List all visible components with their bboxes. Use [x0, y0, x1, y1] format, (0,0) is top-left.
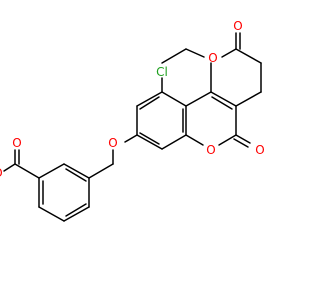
bond [185, 91, 212, 107]
bond [3, 163, 16, 172]
ester-methyl-oxygen-label: O [0, 166, 3, 180]
molecule-diagram: Cl O O O O O O O [0, 19, 265, 222]
bond [139, 132, 160, 145]
bond [161, 91, 187, 107]
bond [136, 91, 163, 107]
bond [235, 48, 262, 64]
molecule-svg: Cl O O O O O O O [0, 19, 265, 222]
bond [210, 91, 237, 107]
bond [63, 206, 90, 222]
bond [233, 138, 249, 148]
ring-oxygen-label: O [206, 143, 215, 157]
ethyl-ester-oxygen-label: O [208, 51, 217, 65]
chlorine-label: Cl [156, 65, 168, 79]
bond [235, 134, 251, 144]
ethyl-ester-carbonyl-oxygen-label: O [233, 19, 242, 33]
ester-methyl-carbonyl-oxygen-label: O [12, 136, 21, 150]
bond [211, 96, 233, 110]
bond [124, 134, 138, 143]
lactone-carbonyl-oxygen-label: O [255, 143, 264, 157]
bond [38, 163, 65, 179]
bond [38, 206, 65, 222]
bond [218, 134, 237, 146]
bond [14, 163, 40, 179]
bonds [3, 32, 262, 222]
bond [65, 203, 87, 217]
ether-oxygen-label: O [108, 136, 117, 150]
bond [235, 91, 262, 107]
bond [161, 134, 187, 150]
bond [136, 134, 163, 150]
bond [88, 163, 114, 179]
bond [161, 48, 187, 64]
bond [221, 48, 237, 58]
bond [65, 168, 87, 182]
atom-labels: Cl O O O O O O O [0, 19, 265, 180]
bond [63, 163, 90, 179]
bond [139, 96, 160, 110]
bond [185, 134, 204, 146]
bond [185, 48, 205, 58]
